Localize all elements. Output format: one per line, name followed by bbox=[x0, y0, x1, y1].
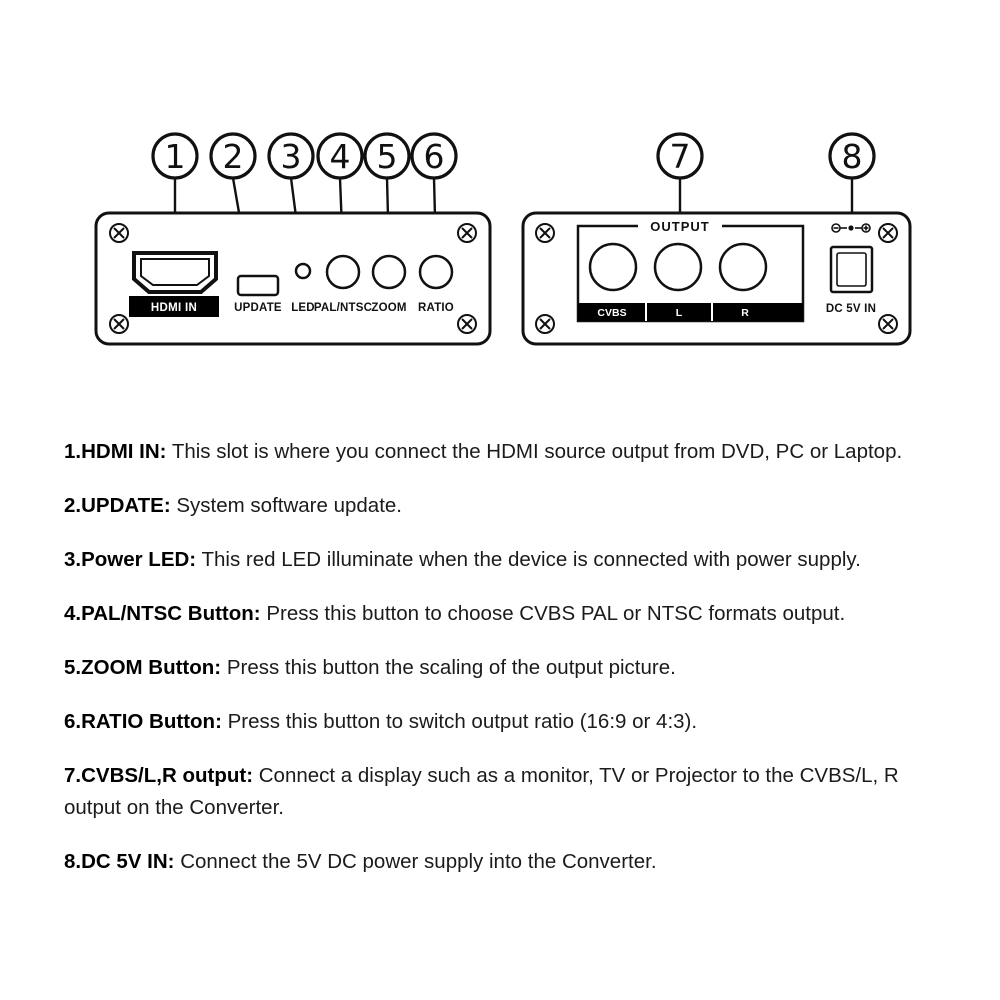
output-label: OUTPUT bbox=[650, 219, 709, 234]
item-text: Connect a display such as a monitor, TV … bbox=[64, 764, 899, 819]
cvbs-jack bbox=[588, 242, 638, 292]
callout-1-number: 1 bbox=[165, 137, 186, 176]
screw-icon bbox=[878, 314, 898, 334]
item-label: 6.RATIO Button: bbox=[64, 710, 222, 733]
output-group: OUTPUT CVBS L R bbox=[576, 217, 805, 323]
screw-icon bbox=[457, 314, 477, 334]
dc-label: DC 5V IN bbox=[826, 303, 876, 315]
description-item-2: 2.UPDATE: System software update. bbox=[64, 490, 952, 522]
dc-jack: DC 5V IN bbox=[826, 245, 876, 315]
item-label: 2.UPDATE: bbox=[64, 494, 171, 517]
callout-3: 3 bbox=[267, 132, 315, 180]
output-label-mask bbox=[638, 217, 722, 234]
callout-1: 1 bbox=[151, 132, 199, 180]
screw-icon bbox=[109, 223, 129, 243]
callout-6-number: 6 bbox=[424, 137, 445, 176]
callout-8: 8 bbox=[828, 132, 876, 180]
audio-r-jack bbox=[718, 242, 768, 292]
callout-7-number: 7 bbox=[670, 137, 691, 176]
description-list: 1.HDMI IN: This slot is where you connec… bbox=[64, 436, 952, 900]
front-panel-device: HDMI IN UPDATE LED PAL/NTSC ZOOM bbox=[94, 211, 492, 346]
callout-badges: 1 2 3 4 5 6 7 bbox=[151, 132, 876, 180]
r-label: R bbox=[741, 307, 749, 319]
item-text: This red LED illuminate when the device … bbox=[196, 548, 861, 571]
power-led: LED bbox=[291, 262, 315, 314]
callout-3-number: 3 bbox=[281, 137, 302, 176]
description-item-1: 1.HDMI IN: This slot is where you connec… bbox=[64, 436, 952, 468]
hdmi-port: HDMI IN bbox=[129, 251, 219, 317]
description-item-3: 3.Power LED: This red LED illuminate whe… bbox=[64, 544, 952, 576]
callout-6: 6 bbox=[410, 132, 458, 180]
item-label: 3.Power LED: bbox=[64, 548, 197, 571]
callout-2-number: 2 bbox=[223, 137, 244, 176]
callout-4-number: 4 bbox=[330, 137, 351, 176]
item-text: This slot is where you connect the HDMI … bbox=[166, 440, 903, 463]
device-diagram: 1 2 3 4 5 6 7 bbox=[94, 132, 912, 346]
audio-l-jack bbox=[653, 242, 703, 292]
description-item-5: 5.ZOOM Button: Press this button the sca… bbox=[64, 652, 952, 684]
update-label: UPDATE bbox=[234, 302, 282, 314]
ratio-button: RATIO bbox=[418, 254, 454, 314]
callout-4: 4 bbox=[316, 132, 364, 180]
update-button: UPDATE bbox=[234, 274, 282, 314]
item-label: 8.DC 5V IN: bbox=[64, 850, 175, 873]
screw-icon bbox=[457, 223, 477, 243]
item-label: 7.CVBS/L,R output: bbox=[64, 764, 254, 787]
item-text: Press this button to choose CVBS PAL or … bbox=[260, 602, 846, 625]
callout-5-number: 5 bbox=[377, 137, 398, 176]
polarity-icon bbox=[831, 223, 871, 233]
led-label: LED bbox=[291, 302, 315, 314]
zoom-label: ZOOM bbox=[371, 302, 406, 314]
screw-icon bbox=[535, 223, 555, 243]
ratio-label: RATIO bbox=[418, 302, 454, 314]
callout-2: 2 bbox=[209, 132, 257, 180]
screw-icon bbox=[535, 314, 555, 334]
hdmi-port-label: HDMI IN bbox=[151, 302, 197, 314]
l-label: L bbox=[676, 307, 683, 319]
zoom-button: ZOOM bbox=[371, 254, 406, 314]
palntsc-button: PAL/NTSC bbox=[314, 254, 372, 314]
item-label: 1.HDMI IN: bbox=[64, 440, 167, 463]
callout-8-number: 8 bbox=[842, 137, 863, 176]
item-text: Press this button to switch output ratio… bbox=[221, 710, 698, 733]
cvbs-label: CVBS bbox=[597, 307, 626, 319]
description-item-7: 7.CVBS/L,R output: Connect a display suc… bbox=[64, 760, 952, 824]
item-text: Press this button the scaling of the out… bbox=[221, 656, 676, 679]
description-item-8: 8.DC 5V IN: Connect the 5V DC power supp… bbox=[64, 846, 952, 878]
screw-icon bbox=[109, 314, 129, 334]
back-panel-device: OUTPUT CVBS L R bbox=[521, 211, 912, 346]
item-text: Connect the 5V DC power supply into the … bbox=[174, 850, 657, 873]
back-panel-screws bbox=[535, 223, 898, 334]
description-item-4: 4.PAL/NTSC Button: Press this button to … bbox=[64, 598, 952, 630]
item-label: 5.ZOOM Button: bbox=[64, 656, 222, 679]
description-item-6: 6.RATIO Button: Press this button to swi… bbox=[64, 706, 952, 738]
item-label: 4.PAL/NTSC Button: bbox=[64, 602, 261, 625]
hdmi-label-bar bbox=[129, 296, 219, 317]
callout-5: 5 bbox=[363, 132, 411, 180]
item-text: System software update. bbox=[170, 494, 402, 517]
screw-icon bbox=[878, 223, 898, 243]
output-label-bar bbox=[578, 303, 803, 321]
front-panel-screws bbox=[109, 223, 477, 334]
callout-7: 7 bbox=[656, 132, 704, 180]
palntsc-label: PAL/NTSC bbox=[314, 302, 372, 314]
